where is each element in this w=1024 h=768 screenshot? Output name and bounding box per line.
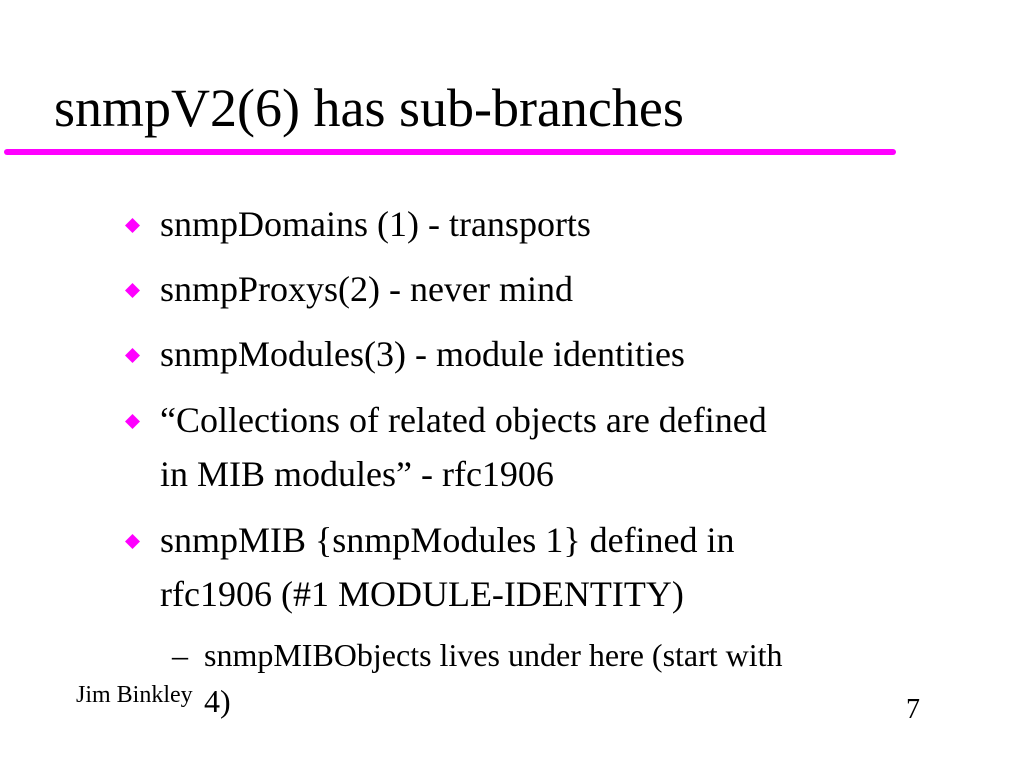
diamond-bullet-icon [125, 534, 140, 549]
bullet-item: snmpProxys(2) - never mind [125, 262, 573, 316]
sub-bullet-dash: – [172, 637, 188, 673]
slide-title: snmpV2(6) has sub-branches [54, 78, 684, 138]
sub-bullet-line-1: –snmpMIBObjects lives under here (start … [172, 633, 783, 677]
bullet-item: snmpMIB {snmpModules 1} defined in rfc19… [125, 513, 735, 621]
footer-author: Jim Binkley [76, 682, 193, 708]
sub-bullet-text: snmpMIBObjects lives under here (start w… [204, 637, 783, 673]
bullet-text: snmpProxys(2) - never mind [160, 269, 573, 309]
bullet-item: snmpDomains (1) - transports [125, 197, 591, 251]
page-number: 7 [906, 694, 920, 725]
bullet-text-line-1: snmpMIB {snmpModules 1} defined in [160, 520, 735, 560]
diamond-bullet-icon [125, 348, 140, 363]
bullet-text: snmpDomains (1) - transports [160, 204, 591, 244]
bullet-text: snmpModules(3) - module identities [160, 334, 685, 374]
bullet-text-line-2: in MIB modules” - rfc1906 [160, 454, 554, 494]
bullet-text-line-1: “Collections of related objects are defi… [160, 400, 767, 440]
title-underline [4, 149, 896, 155]
bullet-text-line-2: rfc1906 (#1 MODULE-IDENTITY) [160, 574, 684, 614]
diamond-bullet-icon [125, 414, 140, 429]
diamond-bullet-icon [125, 283, 140, 298]
bullet-item: “Collections of related objects are defi… [125, 393, 767, 501]
bullet-item: snmpModules(3) - module identities [125, 327, 685, 381]
sub-bullet-line-2: 4) [204, 679, 231, 723]
sub-bullet-text-continued: 4) [204, 683, 231, 719]
diamond-bullet-icon [125, 218, 140, 233]
